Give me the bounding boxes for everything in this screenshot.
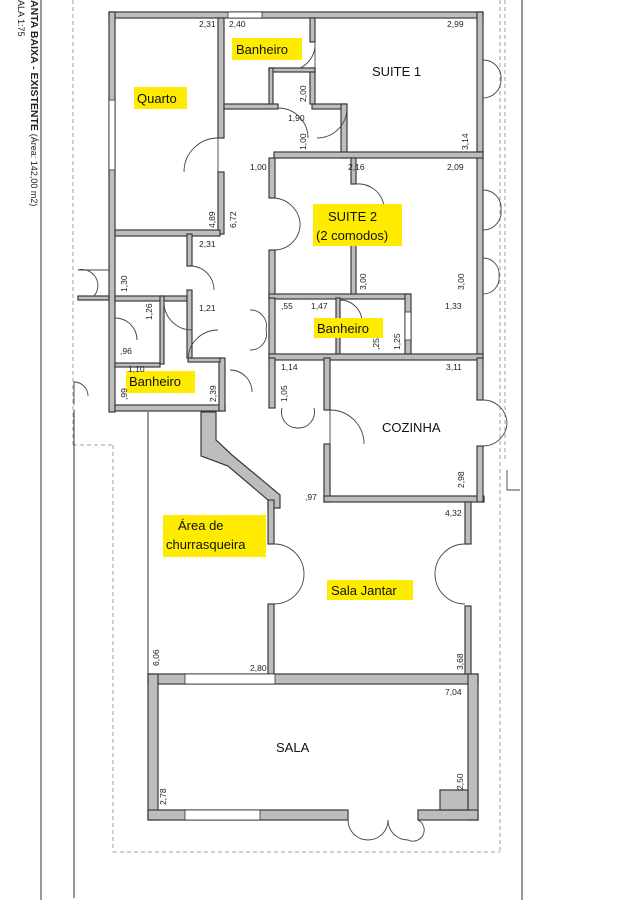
- room-label-banheiro-suite2: Banheiro: [317, 321, 369, 336]
- dimension: 2,80: [250, 663, 267, 673]
- room-label-cozinha: COZINHA: [382, 420, 441, 435]
- room-label-suite1: SUITE 1: [372, 64, 421, 79]
- site-boundary-lines: [40, 0, 523, 900]
- dimension: ,97: [305, 492, 317, 502]
- dimension: 1,00: [298, 133, 308, 150]
- dimension: 3,68: [455, 653, 465, 670]
- room-label-area-churrasqueira-2: churrasqueira: [166, 537, 246, 552]
- room-label-banheiro-suite1: Banheiro: [236, 42, 288, 57]
- room-label-banheiro-social: Banheiro: [129, 374, 181, 389]
- dimension: 1,47: [311, 301, 328, 311]
- room-label-quarto: Quarto: [137, 91, 177, 106]
- dimension: ,96: [120, 346, 132, 356]
- dimension: 1,26: [144, 303, 154, 320]
- dimension: 2,40: [229, 19, 246, 29]
- room-labels: Quarto Banheiro SUITE 1 SUITE 2 (2 comod…: [129, 42, 441, 755]
- dimension-labels: 2,31 2,40 2,99 2,00 1,90 1,00 3,14 1,00 …: [119, 19, 470, 805]
- dimension: 2,78: [158, 788, 168, 805]
- room-label-sala: SALA: [276, 740, 310, 755]
- dimension: ,99: [119, 388, 129, 400]
- plan-scale-text: ALA 1:75: [16, 0, 26, 37]
- plan-area-text: (Área: 142,00 m2): [29, 133, 39, 207]
- dimension: ,55: [281, 301, 293, 311]
- dimension: 1,10: [128, 364, 145, 374]
- room-label-sala-jantar: Sala Jantar: [331, 583, 397, 598]
- dimension: 1,25: [392, 333, 402, 350]
- dimension: 7,04: [445, 687, 462, 697]
- room-label-suite2: SUITE 2: [328, 209, 377, 224]
- dimension: 3,00: [456, 273, 466, 290]
- room-label-suite2-note: (2 comodos): [316, 228, 388, 243]
- dimension: 2,09: [447, 162, 464, 172]
- dimension: 2,31: [199, 19, 216, 29]
- walls: [77, 11, 485, 821]
- dimension: 2,39: [208, 385, 218, 402]
- dimension: 2,00: [298, 85, 308, 102]
- dimension: 1,33: [445, 301, 462, 311]
- dimension: 1,90: [288, 113, 305, 123]
- dimension: 6,06: [151, 649, 161, 666]
- plan-title-text: ANTA BAIXA - EXISTENTE: [28, 0, 40, 131]
- dimension: 4,89: [207, 211, 217, 228]
- dimension: 1,30: [119, 275, 129, 292]
- dimension: 1,05: [279, 385, 289, 402]
- dimension: 3,00: [358, 273, 368, 290]
- dimension: 2,50: [455, 773, 465, 790]
- dimension: 3,14: [460, 133, 470, 150]
- dimension: 1,00: [250, 162, 267, 172]
- dimension: 2,16: [348, 162, 365, 172]
- room-label-area-churrasqueira-1: Área de: [178, 518, 224, 533]
- dimension: 2,31: [199, 239, 216, 249]
- dimension: 1,21: [199, 303, 216, 313]
- dimension: 3,11: [446, 362, 462, 372]
- dimension: 4,32: [445, 508, 462, 518]
- dimension: 2,99: [447, 19, 464, 29]
- plan-title-block: ANTA BAIXA - EXISTENTE (Área: 142,00 m2)…: [2, 0, 40, 240]
- dimension: 6,72: [228, 211, 238, 228]
- dimension: 1,14: [281, 362, 298, 372]
- dimension: ,25: [371, 338, 381, 350]
- windows: [108, 11, 412, 821]
- dimension: 2,98: [456, 471, 466, 488]
- label-highlights: [126, 38, 413, 600]
